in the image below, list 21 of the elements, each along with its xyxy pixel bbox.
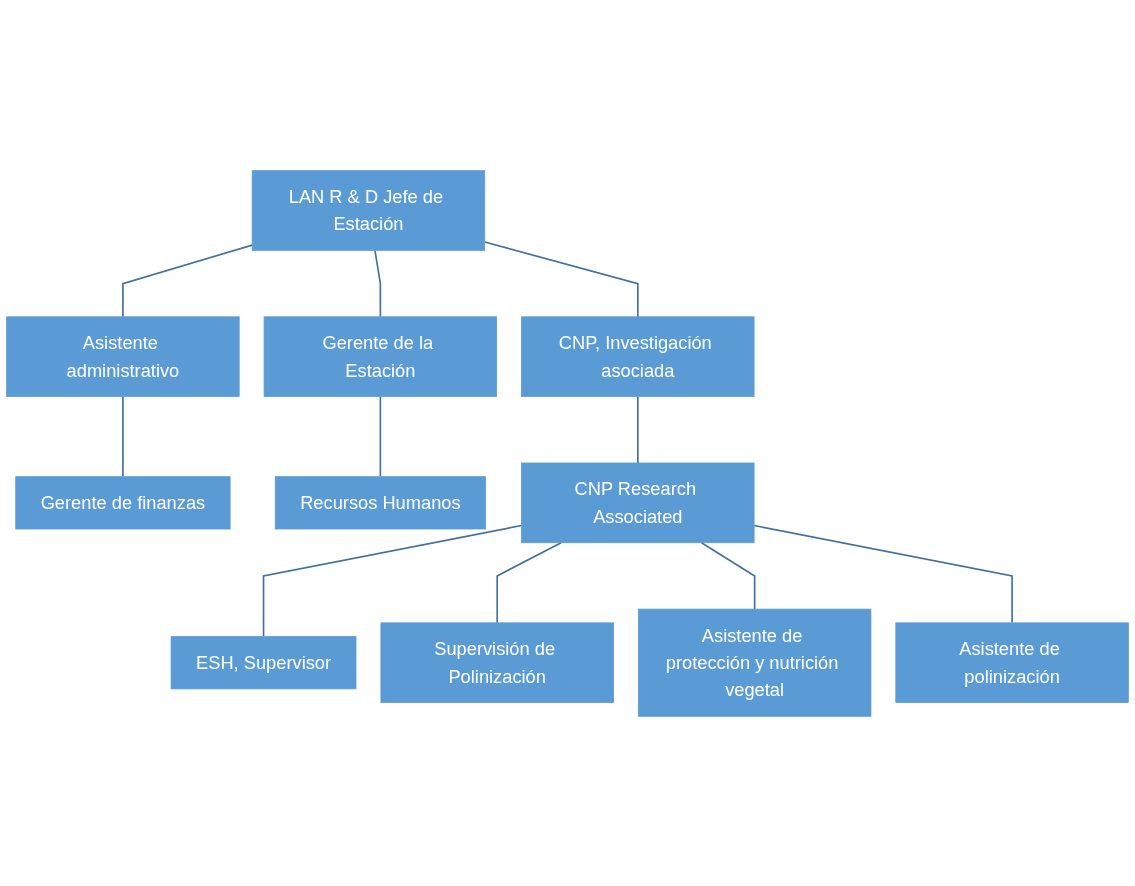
node-box: LAN R & D Jefe de Estación — [251, 169, 486, 251]
connector — [753, 524, 1013, 624]
connector — [122, 395, 124, 478]
node-box: Gerente de finanzas — [15, 475, 231, 529]
connector — [374, 249, 382, 318]
node-box: Gerente de la Estación — [263, 315, 498, 397]
node-box: Asistente de polinización — [895, 621, 1129, 703]
node-box: Asistente administrativo — [6, 315, 240, 397]
connector — [637, 395, 639, 464]
connector — [496, 541, 562, 624]
node-box: Asistente de protección y nutrición vegetal — [637, 608, 872, 717]
connector — [122, 243, 253, 318]
connector — [483, 240, 639, 318]
node-box: Supervisión de Polinización — [380, 621, 614, 703]
node-box: ESH, Supervisor — [170, 635, 357, 689]
connector — [262, 524, 523, 637]
node-box: Recursos Humanos — [274, 475, 486, 529]
node-box: CNP, Investigación asociada — [521, 315, 755, 397]
node-box: CNP Research Associated — [521, 462, 755, 543]
connector — [700, 541, 756, 610]
connector — [379, 395, 382, 478]
